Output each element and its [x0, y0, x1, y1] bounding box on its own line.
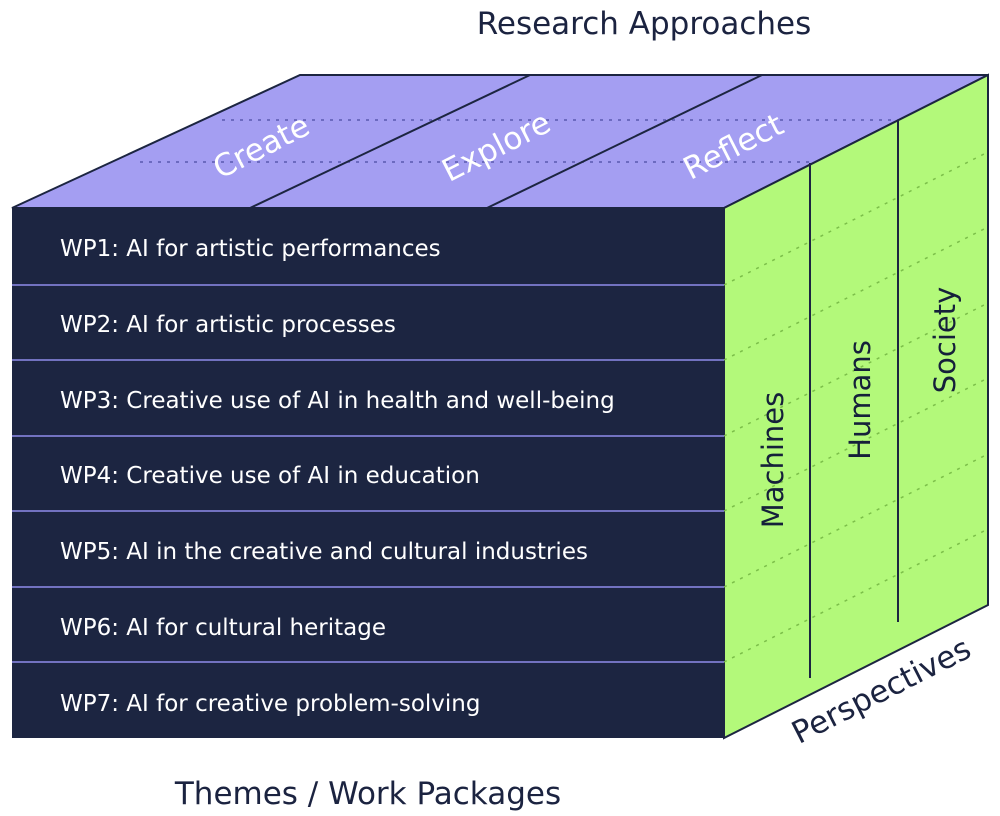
work-package-6: WP6: AI for cultural heritage	[60, 615, 386, 641]
perspective-society: Society	[928, 287, 962, 394]
work-package-2: WP2: AI for artistic processes	[60, 312, 396, 338]
work-package-3: WP3: Creative use of AI in health and we…	[60, 388, 615, 414]
work-package-1: WP1: AI for artistic performances	[60, 236, 441, 262]
work-package-4: WP4: Creative use of AI in education	[60, 463, 480, 489]
front-face	[12, 208, 724, 738]
perspective-machines: Machines	[756, 392, 790, 529]
work-package-5: WP5: AI in the creative and cultural ind…	[60, 539, 588, 565]
perspective-humans: Humans	[843, 340, 877, 460]
research-approaches-title: Research Approaches	[477, 6, 812, 42]
work-package-7: WP7: AI for creative problem-solving	[60, 691, 480, 717]
themes-title: Themes / Work Packages	[174, 776, 561, 812]
top-divider-2	[486, 74, 763, 209]
front-row-dividers	[12, 284, 724, 663]
top-divider-1	[249, 74, 531, 209]
